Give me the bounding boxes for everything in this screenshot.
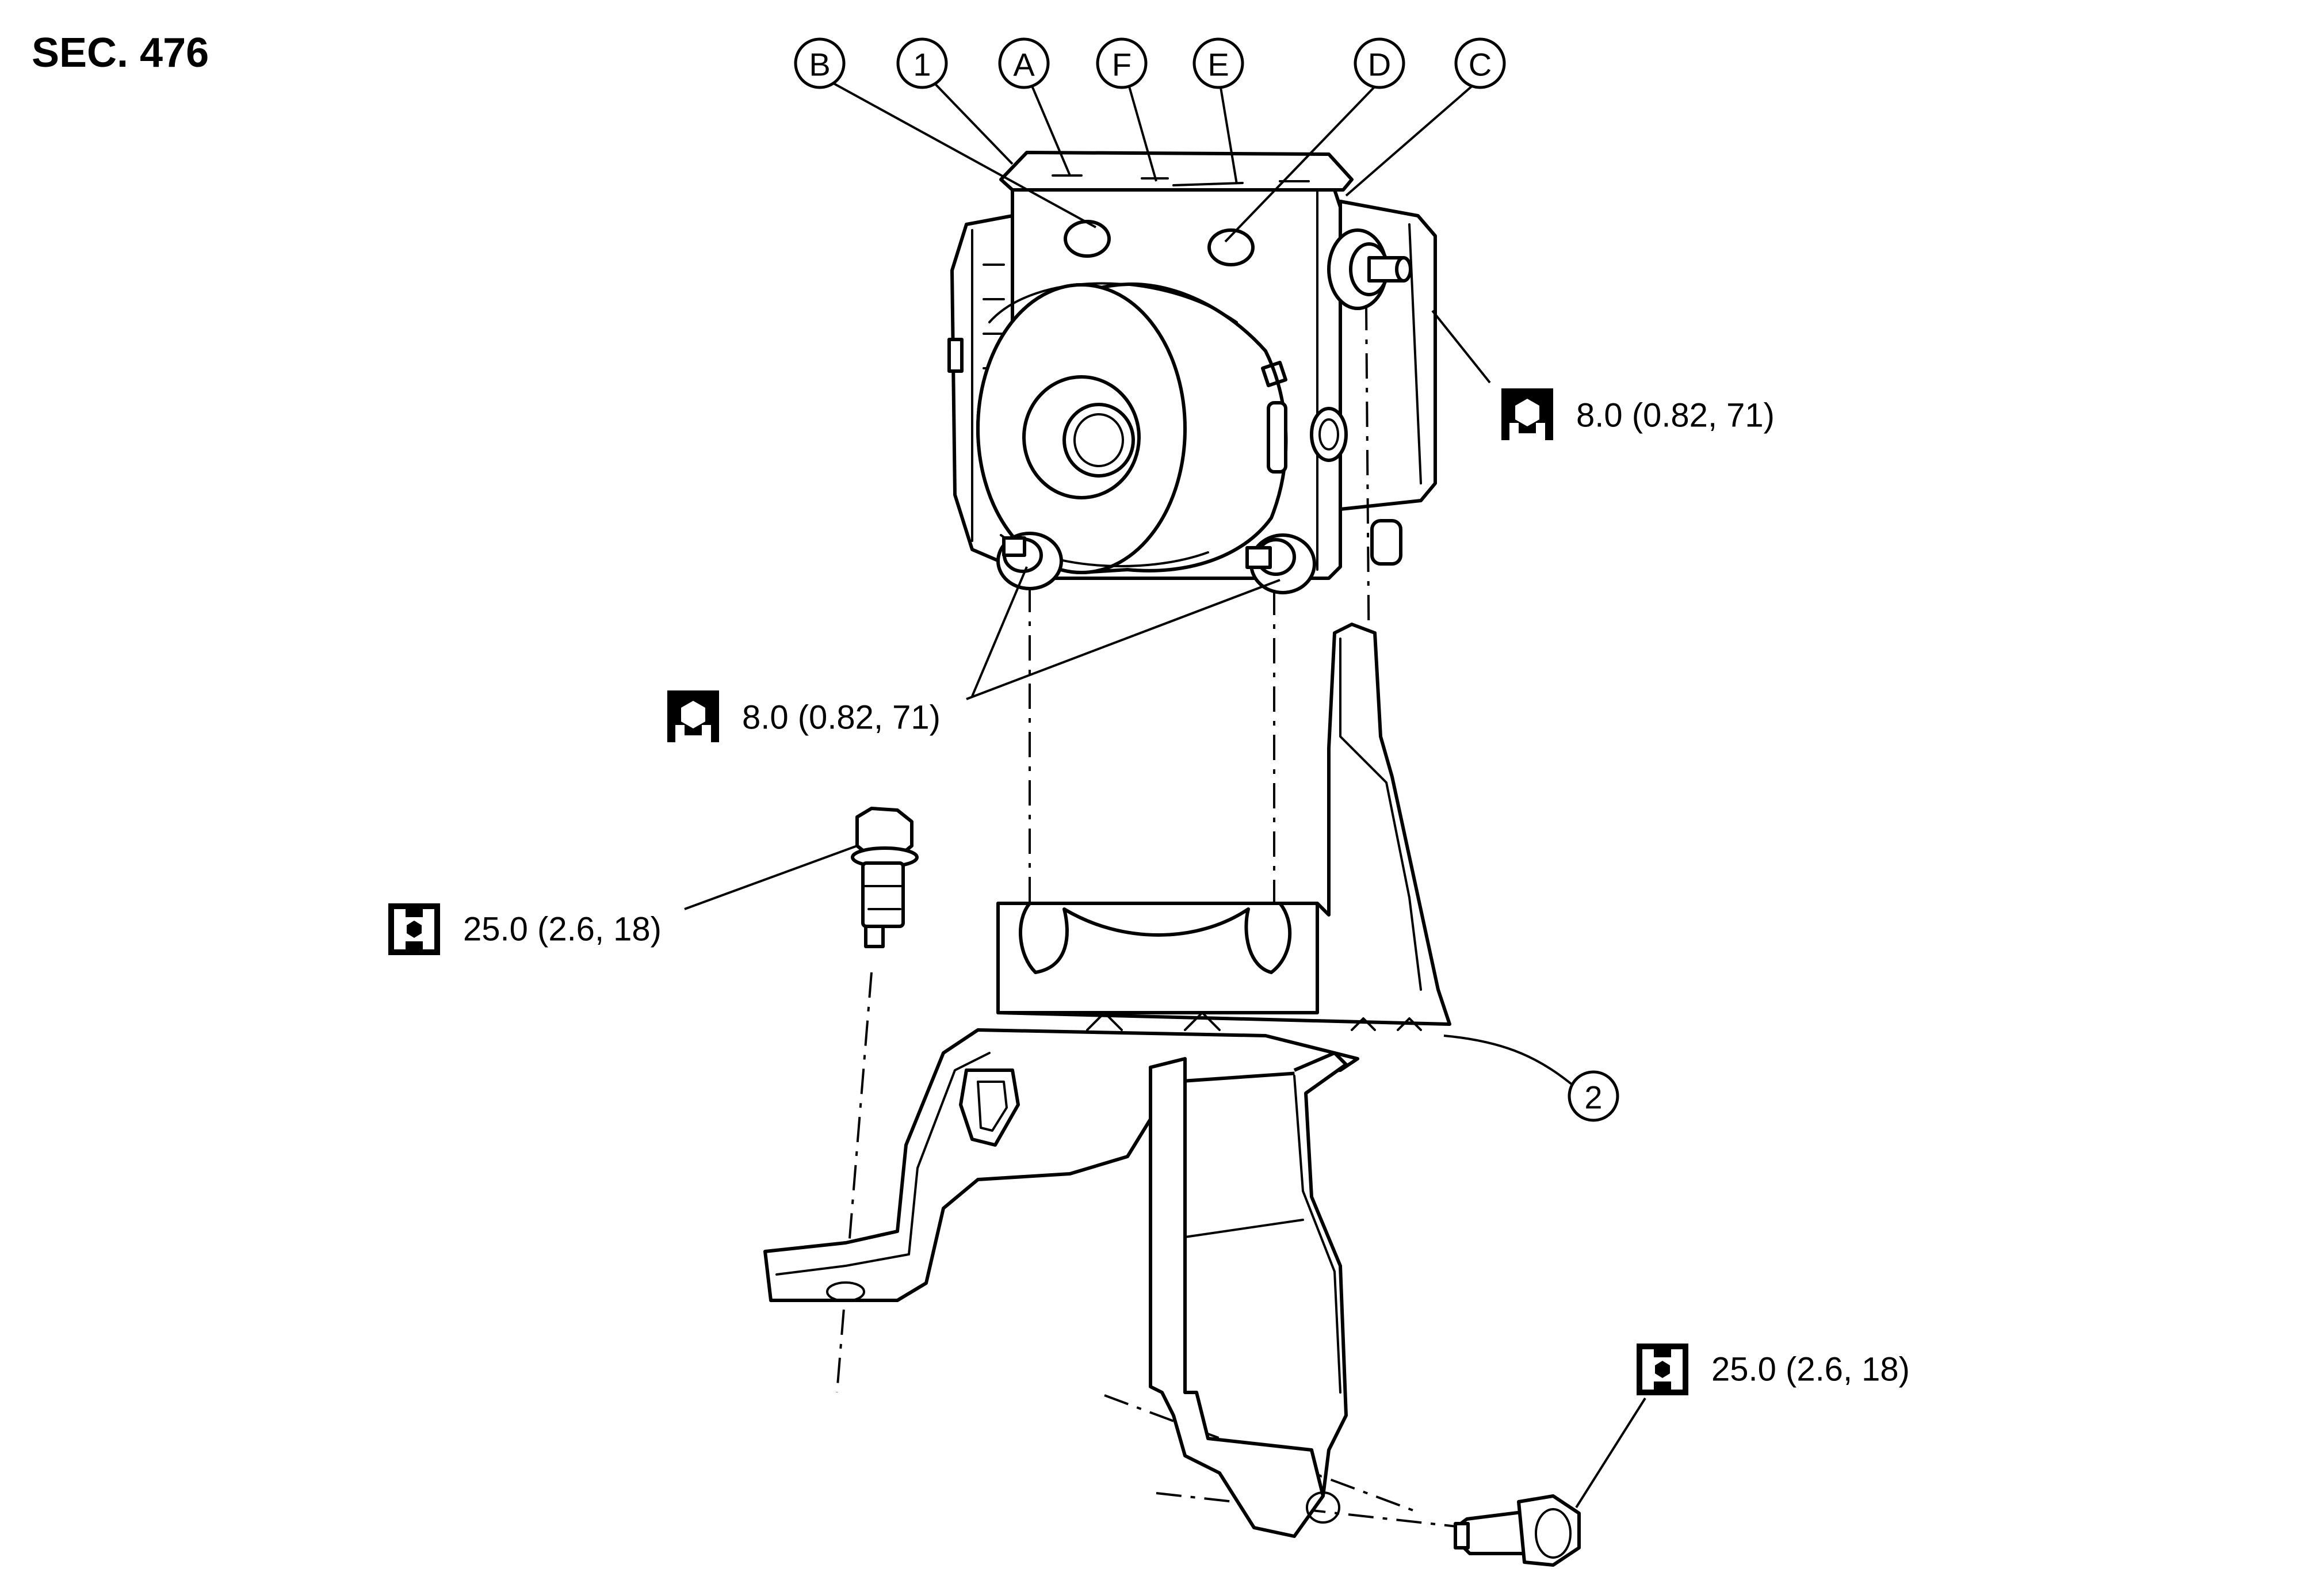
callout-1-label: 1 bbox=[913, 47, 931, 83]
callout-F: F bbox=[1096, 37, 1148, 89]
callout-D-label: D bbox=[1368, 47, 1391, 83]
callout-E-label: E bbox=[1207, 47, 1229, 83]
torque-spec-lower-bolt: 25.0 (2.6, 18) bbox=[1637, 1344, 1910, 1395]
callout-2: 2 bbox=[1568, 1070, 1619, 1122]
bracket-bolt-lower bbox=[1454, 1494, 1581, 1567]
leader-lines bbox=[684, 79, 1646, 1509]
callout-1: 1 bbox=[896, 37, 948, 89]
wrench-bolt-icon bbox=[1637, 1344, 1688, 1395]
torque-value-upper-right: 8.0 (0.82, 71) bbox=[1576, 397, 1775, 434]
callout-A: A bbox=[998, 37, 1050, 89]
callout-A-label: A bbox=[1013, 47, 1035, 83]
torque-value-lower-bolt: 25.0 (2.6, 18) bbox=[1711, 1351, 1910, 1388]
grommet-upper-right bbox=[1327, 228, 1412, 310]
torque-spec-bracket-bolt: 25.0 (2.6, 18) bbox=[388, 903, 662, 955]
grommet-lower-left bbox=[996, 532, 1063, 590]
callout-D: D bbox=[1354, 37, 1405, 89]
callout-C: C bbox=[1454, 37, 1506, 89]
wrench-nut-icon bbox=[667, 690, 719, 742]
torque-spec-left-nuts: 8.0 (0.82, 71) bbox=[667, 690, 941, 742]
wrench-nut-icon bbox=[1501, 388, 1553, 440]
wrench-bolt-icon bbox=[388, 903, 440, 955]
torque-value-left-nuts: 8.0 (0.82, 71) bbox=[742, 699, 941, 736]
bracket bbox=[763, 623, 1451, 1538]
bracket-bolt-upper bbox=[851, 807, 919, 948]
abs-actuator-unit bbox=[947, 151, 1437, 594]
callout-E: E bbox=[1192, 37, 1244, 89]
callout-2-label: 2 bbox=[1584, 1079, 1602, 1116]
torque-value-bracket-bolt: 25.0 (2.6, 18) bbox=[463, 911, 662, 948]
callout-F-label: F bbox=[1112, 47, 1132, 83]
callout-C-label: C bbox=[1469, 47, 1492, 83]
torque-spec-upper-right: 8.0 (0.82, 71) bbox=[1501, 388, 1775, 440]
callout-B-label: B bbox=[809, 47, 830, 83]
section-number: SEC. 476 bbox=[32, 30, 209, 76]
callout-B: B bbox=[794, 37, 846, 89]
grommet-lower-right bbox=[1245, 533, 1316, 594]
